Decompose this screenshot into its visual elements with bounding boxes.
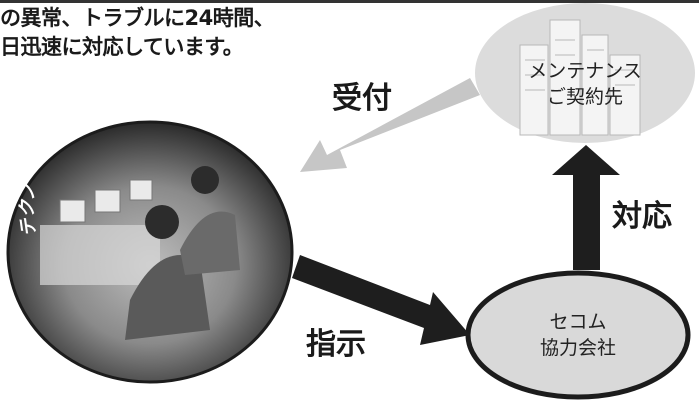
maintenance-node <box>475 3 695 143</box>
instruction-arrow <box>292 255 470 345</box>
intro-text: の異常、トラブルに24時間、 日迅速に対応しています。 <box>0 4 360 62</box>
maintenance-label-line1: メンテナンス <box>528 60 642 82</box>
operators-image <box>40 166 240 340</box>
secom-label-line2: 協力会社 <box>539 337 616 359</box>
building-icon <box>519 19 641 136</box>
top-divider <box>0 0 699 3</box>
intro-line-2: 日迅速に対応しています。 <box>0 35 244 59</box>
maintenance-label: メンテナンス ご契約先 <box>520 58 650 110</box>
center-node: テクノ・オンコールセンター <box>6 74 294 384</box>
response-arrow <box>552 145 620 270</box>
intro-line-1: の異常、トラブルに24時間、 <box>0 6 275 30</box>
secom-label-line1: セコム <box>549 311 607 333</box>
reception-label: 受付 <box>332 81 392 116</box>
instruction-label: 指示 <box>306 327 366 362</box>
secom-label: セコム 協力会社 <box>520 309 636 361</box>
maintenance-label-line2: ご契約先 <box>546 86 623 108</box>
reception-arrow <box>300 78 480 172</box>
response-label: 対応 <box>612 199 672 234</box>
